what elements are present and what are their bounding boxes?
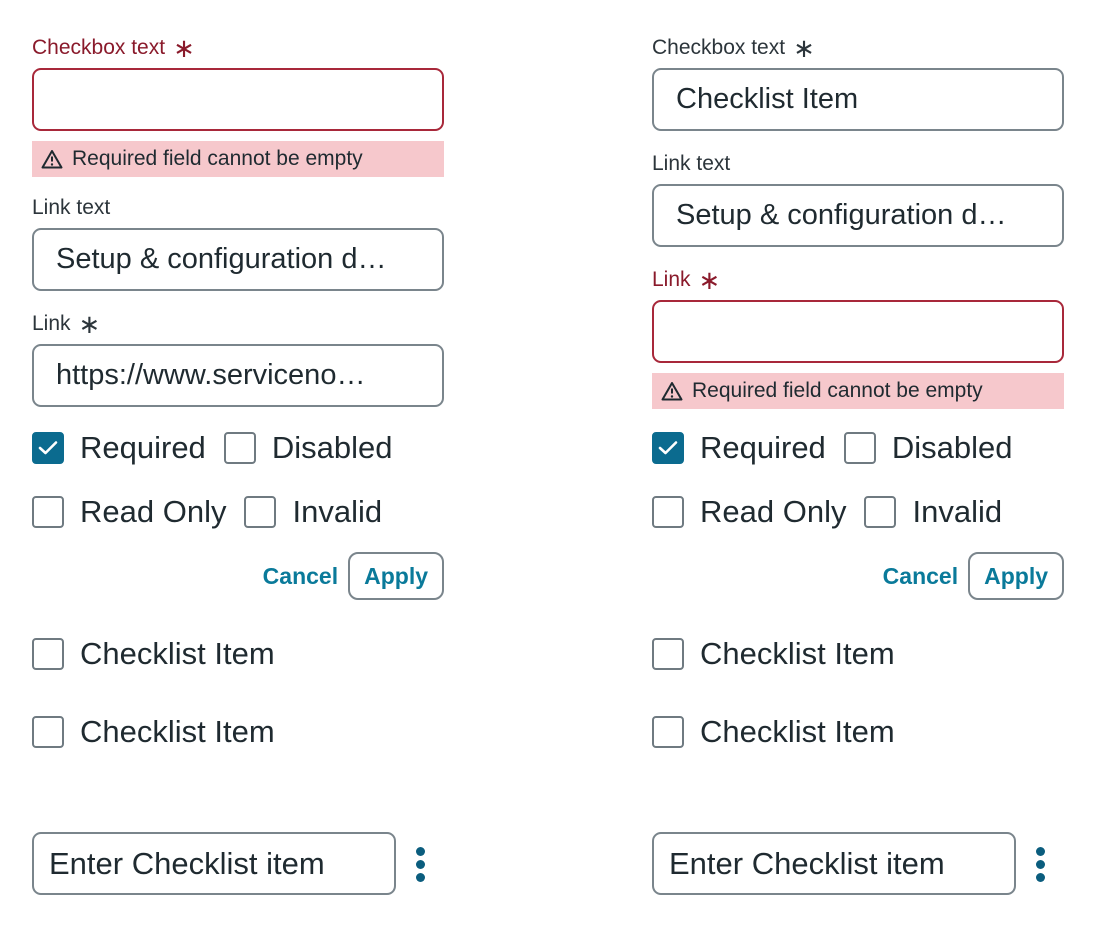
checklist-item-checkbox[interactable]: [32, 716, 64, 748]
read-only-checkbox-label: Read Only: [80, 494, 227, 529]
kebab-menu-icon[interactable]: [1035, 847, 1045, 883]
check-icon: [658, 441, 678, 455]
invalid-checkbox-box[interactable]: [244, 496, 277, 528]
link-text-input[interactable]: Setup & configuration d…: [32, 228, 444, 291]
read-only-checkbox-box[interactable]: [32, 496, 64, 528]
options-row-1: Required Disabled: [32, 430, 410, 466]
options-row-1: Required Disabled: [652, 430, 1030, 466]
checkbox-text-error: Required field cannot be empty: [32, 141, 444, 177]
link-input[interactable]: [652, 300, 1064, 363]
required-checkbox-box[interactable]: [32, 432, 64, 464]
required-asterisk-icon: ∗: [793, 33, 815, 63]
cancel-button[interactable]: Cancel: [262, 562, 339, 589]
disabled-checkbox[interactable]: Disabled: [843, 430, 1031, 466]
invalid-checkbox[interactable]: Invalid: [244, 494, 400, 530]
checklist-item-checkbox[interactable]: [32, 638, 64, 670]
warning-icon: [661, 382, 683, 401]
read-only-checkbox[interactable]: Read Only: [32, 494, 244, 530]
checklist-item[interactable]: Checklist Item: [652, 714, 913, 750]
link-label: Link∗: [652, 265, 721, 295]
read-only-checkbox[interactable]: Read Only: [652, 494, 864, 530]
checklist-item-label: Checklist Item: [80, 636, 275, 671]
disabled-checkbox-box[interactable]: [843, 432, 876, 464]
required-checkbox[interactable]: Required: [652, 430, 844, 466]
required-checkbox-label: Required: [80, 430, 206, 465]
apply-button[interactable]: Apply: [348, 552, 444, 600]
link-error: Required field cannot be empty: [652, 373, 1064, 409]
checkbox-text-input[interactable]: [32, 68, 444, 131]
options-row-2: Read Only Invalid: [652, 494, 1020, 530]
checkbox-text-label: Checkbox text∗: [652, 33, 815, 63]
required-checkbox[interactable]: Required: [32, 430, 224, 466]
disabled-checkbox-label: Disabled: [891, 430, 1013, 465]
kebab-menu-icon[interactable]: [415, 847, 425, 883]
checklist-item[interactable]: Checklist Item: [32, 714, 293, 750]
editor-actions: Cancel Apply: [32, 552, 444, 600]
required-checkbox-label: Required: [700, 430, 826, 465]
apply-button[interactable]: Apply: [968, 552, 1064, 600]
error-message: Required field cannot be empty: [72, 147, 363, 170]
error-message: Required field cannot be empty: [692, 379, 983, 402]
required-asterisk-icon: ∗: [698, 265, 721, 295]
options-row-2: Read Only Invalid: [32, 494, 400, 530]
checklist-item[interactable]: Checklist Item: [32, 636, 293, 672]
link-text-label: Link text: [32, 196, 111, 219]
editor-actions: Cancel Apply: [652, 552, 1064, 600]
disabled-checkbox-label: Disabled: [271, 430, 393, 465]
checklist-item[interactable]: Checklist Item: [652, 636, 913, 672]
read-only-checkbox-label: Read Only: [700, 494, 847, 529]
warning-icon: [41, 150, 63, 169]
checklist-item-label: Checklist Item: [700, 714, 895, 749]
new-checklist-item-input[interactable]: Enter Checklist item: [32, 832, 396, 895]
checkbox-text-input[interactable]: Checklist Item: [652, 68, 1064, 131]
invalid-checkbox-label: Invalid: [912, 494, 1003, 529]
checklist-item-checkbox[interactable]: [652, 638, 684, 670]
invalid-checkbox-box[interactable]: [864, 496, 897, 528]
cancel-button[interactable]: Cancel: [882, 562, 959, 589]
checkbox-text-label: Checkbox text∗: [32, 33, 195, 63]
required-asterisk-icon: ∗: [173, 33, 195, 63]
required-asterisk-icon: ∗: [78, 309, 101, 339]
checklist-item-label: Checklist Item: [700, 636, 895, 671]
link-label: Link∗: [32, 309, 101, 339]
link-text-input[interactable]: Setup & configuration d…: [652, 184, 1064, 247]
checklist-item-checkbox[interactable]: [652, 716, 684, 748]
checklist-editor-panel-right: Checkbox text∗ Checklist Item Link text …: [652, 0, 1064, 928]
invalid-checkbox[interactable]: Invalid: [864, 494, 1020, 530]
disabled-checkbox-box[interactable]: [223, 432, 256, 464]
disabled-checkbox[interactable]: Disabled: [223, 430, 411, 466]
new-checklist-item-input[interactable]: Enter Checklist item: [652, 832, 1016, 895]
required-checkbox-box[interactable]: [652, 432, 684, 464]
checklist-item-label: Checklist Item: [80, 714, 275, 749]
link-text-label: Link text: [652, 152, 731, 175]
checklist-editor-panel-left: Checkbox text∗ Required field cannot be …: [32, 0, 444, 928]
invalid-checkbox-label: Invalid: [292, 494, 383, 529]
check-icon: [38, 441, 58, 455]
read-only-checkbox-box[interactable]: [652, 496, 684, 528]
link-input[interactable]: https://www.serviceno…: [32, 344, 444, 407]
